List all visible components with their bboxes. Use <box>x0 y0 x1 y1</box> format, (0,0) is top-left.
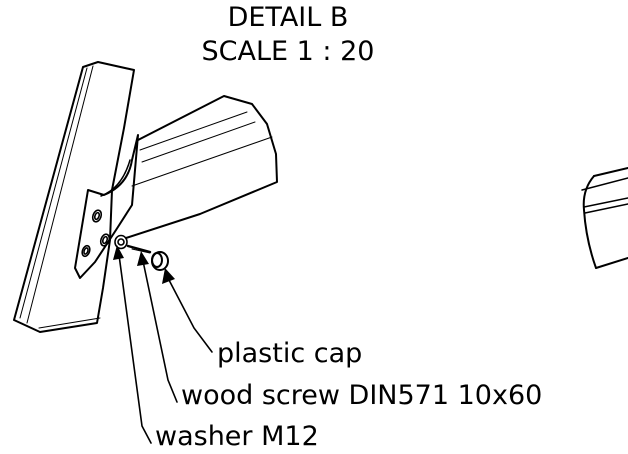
callout-plastic-cap: plastic cap <box>217 338 363 369</box>
arrow-wood-screw <box>137 251 149 266</box>
partial-view-right <box>581 167 628 269</box>
diagonal-beam <box>125 95 278 239</box>
leader-plastic-cap <box>168 279 213 353</box>
plastic-cap-part <box>151 251 169 271</box>
gusset-plate <box>74 134 139 279</box>
callout-wood-screw: wood screw DIN571 10x60 <box>181 380 543 411</box>
bolt-holes <box>81 209 128 258</box>
leader-wood-screw <box>142 260 178 403</box>
arrow-washer <box>113 245 124 260</box>
detail-title: DETAIL B <box>227 2 349 33</box>
leader-washer <box>118 254 152 444</box>
detail-scale: SCALE 1 : 20 <box>201 36 375 67</box>
wood-screw-shaft <box>126 244 152 254</box>
arrow-plastic-cap <box>162 268 175 284</box>
left-beam <box>13 61 135 333</box>
callout-washer: washer M12 <box>155 421 319 452</box>
